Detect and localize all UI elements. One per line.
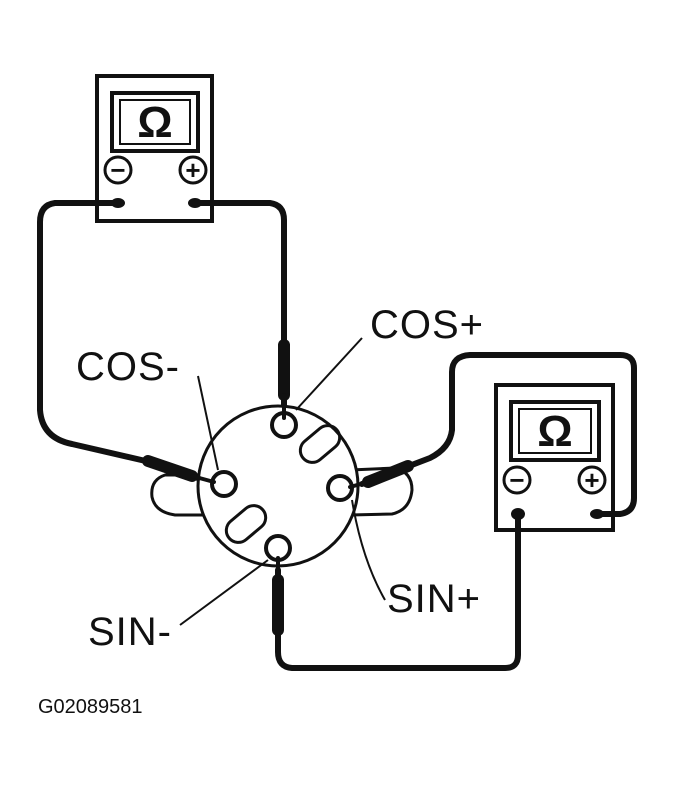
meter-display (509, 400, 601, 462)
label-sin-minus: SIN- (88, 610, 172, 654)
ohmmeter-right: Ω − + (494, 383, 615, 532)
leader-sin-plus (351, 499, 386, 601)
label-sin-plus: SIN+ (387, 577, 481, 621)
leader-cos-minus (197, 375, 219, 471)
svg-text:+: + (185, 155, 200, 185)
connector-slot (224, 504, 268, 544)
probe-cos-minus (142, 455, 198, 482)
connector-slot (298, 424, 342, 464)
lead-meter2-positive (359, 352, 637, 517)
pin-cos-minus (210, 470, 238, 498)
probe-tips (142, 339, 414, 636)
negative-terminal-icon (103, 155, 133, 185)
ohmmeter-top: Ω − + (95, 74, 214, 223)
figure-code: G02089581 (38, 696, 143, 718)
positive-terminal-icon (577, 465, 607, 495)
leader-lines (179, 337, 386, 626)
negative-terminal-icon (502, 465, 532, 495)
meter-display (110, 91, 200, 153)
test-leads (37, 200, 637, 671)
leader-cos-plus (295, 337, 363, 411)
svg-text:+: + (584, 465, 599, 495)
ohm-symbol: Ω (537, 407, 572, 456)
positive-terminal-icon (178, 155, 208, 185)
leader-sin-minus (179, 559, 269, 626)
svg-text:−: − (110, 155, 125, 185)
lead-meter1-negative (37, 200, 201, 481)
label-cos-plus: COS+ (370, 303, 484, 347)
resolver-connector (150, 404, 414, 568)
probe-sin-plus (362, 460, 414, 488)
ohm-symbol: Ω (137, 98, 172, 147)
lead-meter1-positive (192, 200, 287, 408)
label-cos-minus: COS- (76, 345, 180, 389)
lead-meter2-negative (275, 511, 521, 671)
connector-face (196, 404, 360, 568)
svg-text:−: − (509, 465, 524, 495)
